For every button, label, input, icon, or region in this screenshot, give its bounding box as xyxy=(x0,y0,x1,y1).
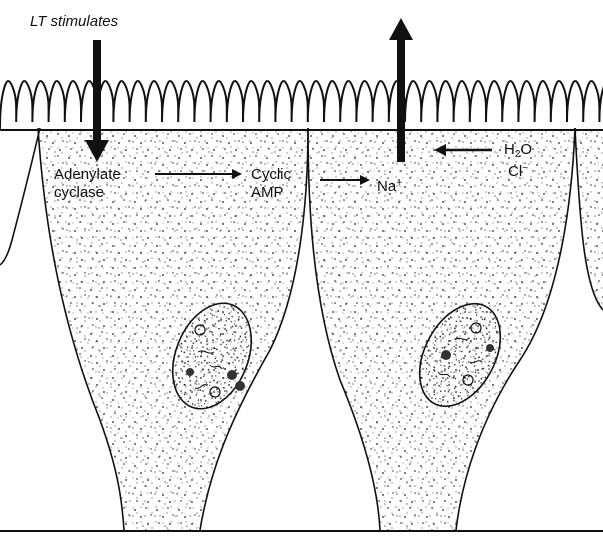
adenylate-label: Adenylate xyxy=(54,166,121,184)
brush-border xyxy=(0,81,603,130)
cyclic-label: Cyclic xyxy=(251,166,291,184)
water-o: O xyxy=(520,141,532,158)
amp-label: AMP xyxy=(251,184,291,202)
cyclic-amp-label: Cyclic AMP xyxy=(251,166,291,202)
sodium-ion-label: Na+ xyxy=(377,175,402,196)
chloride-charge: − xyxy=(522,163,528,174)
sodium-charge: + xyxy=(396,178,402,189)
lt-stimulates-label: LT stimulates xyxy=(30,13,118,31)
water-h: H xyxy=(504,141,515,158)
adenylate-cyclase-label: Adenylate cyclase xyxy=(54,166,121,202)
sodium-symbol: Na xyxy=(377,178,396,195)
chloride-symbol: Cl xyxy=(508,163,522,180)
chloride-label: Cl− xyxy=(508,160,528,181)
cyclase-label: cyclase xyxy=(54,184,121,202)
